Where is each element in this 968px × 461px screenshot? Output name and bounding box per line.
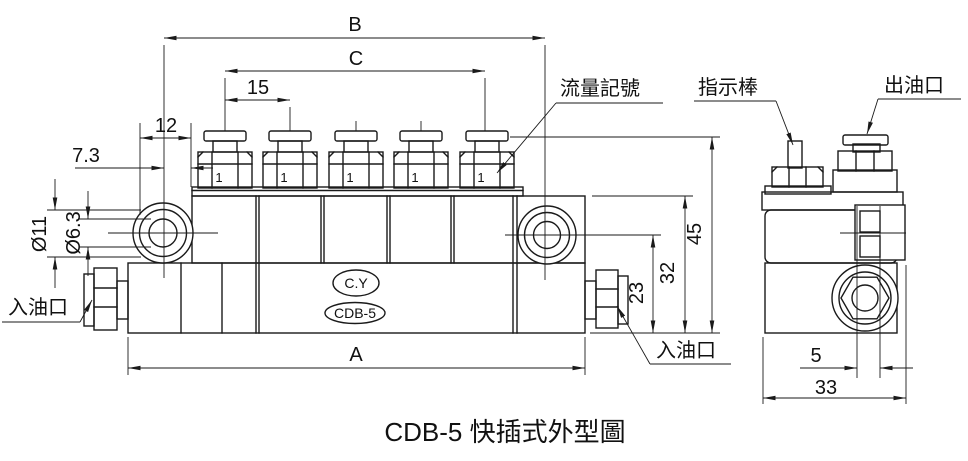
dim-A-label: A	[349, 344, 363, 366]
dimension-lines	[52, 35, 913, 401]
dim-45-label: 45	[684, 223, 706, 245]
fitting-1: 1	[197, 130, 253, 189]
inlet-fitting-left	[83, 267, 129, 331]
port-number: 1	[280, 170, 287, 185]
fitting-4: 1	[393, 130, 449, 189]
port-number: 1	[215, 170, 222, 185]
drawing-title: CDB-5 快插式外型圖	[384, 417, 625, 447]
fittings: 1 1 1	[197, 130, 515, 189]
model-marking: CDB-5	[334, 305, 376, 321]
indicator-rod-label: 指示棒	[698, 76, 758, 99]
brand-marking: C.Y	[344, 275, 368, 291]
dim-dia6-3-label: Ø6.3	[63, 211, 85, 254]
front-view: 1 1 1	[83, 130, 629, 334]
dim-33-label: 33	[815, 377, 837, 399]
segment-boundaries	[180, 195, 518, 334]
leader-lines	[2, 98, 961, 365]
dim-C-label: C	[349, 48, 363, 70]
annotations: B C 15 12 7.3 A Ø11 Ø6.3 23 32 45 5 33 流…	[8, 14, 944, 447]
brand-oval	[332, 269, 380, 297]
fitting-5: 1	[459, 130, 515, 189]
fitting-2: 1	[262, 130, 318, 189]
dim-32-label: 32	[657, 262, 679, 284]
fitting-3: 1	[328, 130, 384, 189]
oil-inlet-right-label: 入油口	[656, 339, 716, 362]
oil-outlet-label: 出油口	[884, 74, 944, 97]
oil-inlet-left-label: 入油口	[8, 296, 68, 319]
inlet-fitting-right	[584, 269, 629, 329]
dim-7-3-label: 7.3	[72, 145, 100, 167]
indicator-rod	[787, 140, 803, 169]
dim-23-label: 23	[626, 282, 648, 304]
dim-12-label: 12	[155, 115, 177, 137]
dim-5-label: 5	[810, 345, 821, 367]
dim-15-label: 15	[247, 77, 269, 99]
outlet-fitting	[832, 134, 898, 193]
side-port	[831, 264, 899, 332]
dim-B-label: B	[348, 14, 361, 36]
extension-lines	[47, 45, 907, 404]
flow-mark-label: 流量記號	[560, 77, 640, 100]
indicator-rod-fitting	[764, 140, 832, 195]
side-view	[761, 134, 906, 334]
dim-dia11-label: Ø11	[29, 216, 51, 252]
port-number: 1	[477, 170, 484, 185]
port-number: 1	[411, 170, 418, 185]
side-clamp-tab	[840, 204, 906, 261]
port-number: 1	[346, 170, 353, 185]
model-oval	[324, 301, 386, 325]
